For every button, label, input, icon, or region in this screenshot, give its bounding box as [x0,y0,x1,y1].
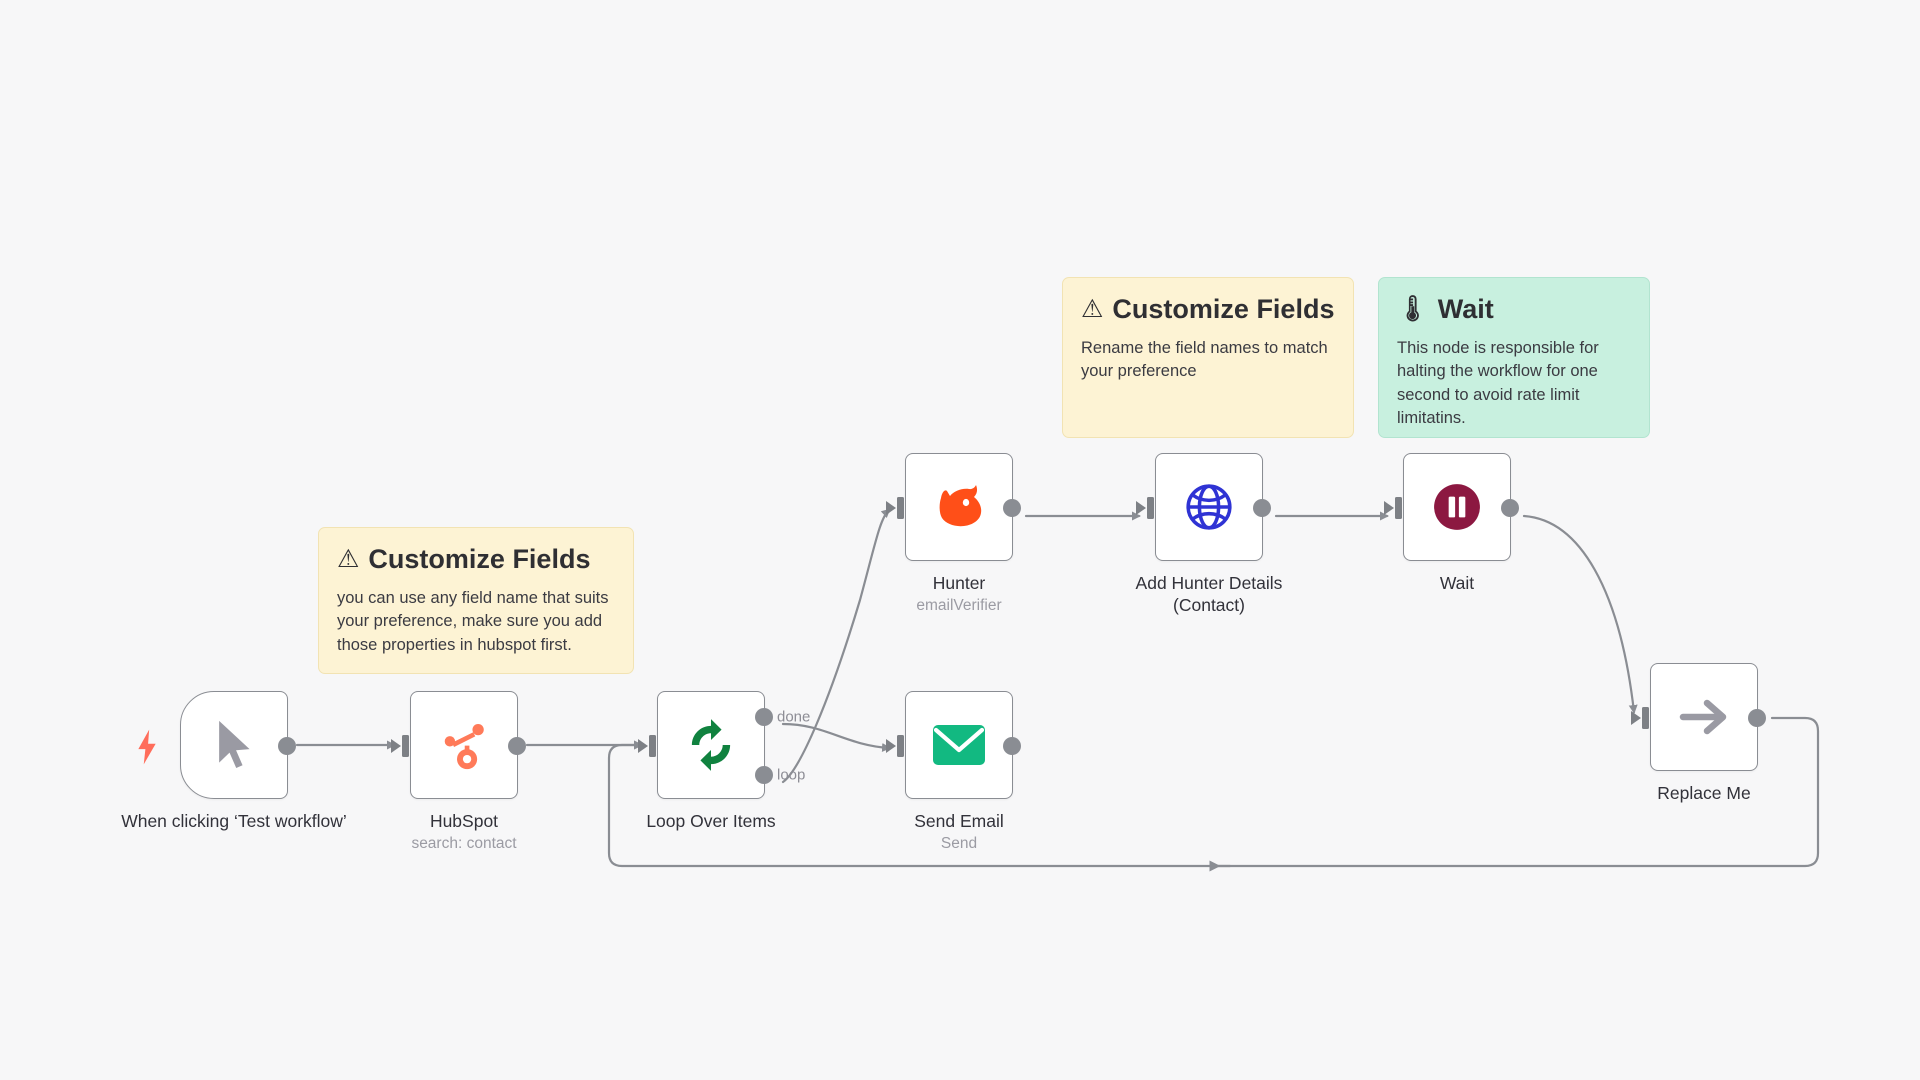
node-body[interactable]: done loop [638,691,810,799]
node-body[interactable] [1631,663,1766,771]
node-subtitle: Send [940,835,978,852]
node-body[interactable] [180,691,296,799]
node-body[interactable] [391,691,526,799]
node-hunter[interactable]: Hunter emailVerifier [886,453,1021,614]
node-subtitle: emailVerifier [916,597,1002,614]
pause-circle-icon [1432,482,1482,532]
node-label: Wait [1439,573,1475,593]
node-body[interactable] [1136,453,1271,561]
hunter-fox-icon [933,484,985,530]
edge-wait-replaceme [1522,514,1638,714]
sticky-note-title-row: 🌡 Wait [1397,294,1631,325]
hubspot-icon [439,718,489,772]
node-body[interactable] [886,691,1021,799]
warning-icon: ⚠ [337,545,360,574]
sticky-note-title: Customize Fields [368,544,591,574]
node-label: HubSpot [429,811,499,831]
arrow-right-icon [1677,695,1731,739]
output-port-done-label: done [777,708,811,726]
mouse-cursor-icon [211,719,257,771]
sticky-note-title: Customize Fields [1112,294,1335,324]
node-label: Loop Over Items [646,811,776,831]
node-replace-me[interactable]: Replace Me [1631,663,1766,803]
input-port[interactable] [1384,497,1402,519]
input-port[interactable] [638,735,656,757]
input-port[interactable] [886,735,904,757]
output-port[interactable] [1003,737,1021,755]
output-port[interactable] [508,737,526,755]
output-port[interactable] [278,737,296,755]
output-port[interactable] [1748,709,1766,727]
input-port[interactable] [1631,707,1649,729]
sticky-note-title: Wait [1437,294,1494,324]
lightning-bolt-icon [132,727,162,767]
loop-refresh-icon [684,718,738,772]
output-port[interactable] [1253,499,1271,517]
sticky-note-body: This node is responsible for halting the… [1397,339,1599,428]
sticky-note-body: Rename the field names to match your pre… [1081,339,1328,381]
node-loop-over-items[interactable]: done loop Loop Over Items [638,691,810,831]
output-port-done[interactable]: done [755,708,810,726]
sticky-note-title-row: ⚠ Customize Fields [1081,294,1335,325]
sticky-note-title-row: ⚠ Customize Fields [337,544,615,575]
node-wait[interactable]: Wait [1384,453,1519,593]
input-port[interactable] [391,735,409,757]
input-port[interactable] [886,497,904,519]
node-label: Send Email [914,811,1004,831]
node-label: Add Hunter Details (Contact) [1135,573,1283,615]
edge-loop-done-sendemail [781,722,891,753]
node-body[interactable] [1384,453,1519,561]
node-hubspot[interactable]: HubSpot search: contact [391,691,526,852]
node-when-clicking-test-workflow[interactable]: When clicking ‘Test workflow’ [121,691,347,831]
warning-icon: ⚠ [1081,295,1104,324]
sticky-note-body: you can use any field name that suits yo… [337,589,609,654]
globe-icon [1184,482,1234,532]
edge-loop-loop-hunter [781,508,891,784]
ruler-icon: 🌡 [1397,295,1429,324]
output-port[interactable] [1003,499,1021,517]
envelope-icon [932,723,986,767]
output-port-loop-label: loop [777,766,806,784]
node-label: Hunter [932,573,986,593]
output-port[interactable] [1501,499,1519,517]
node-subtitle: search: contact [411,835,517,852]
output-port-loop[interactable]: loop [755,766,805,784]
node-body[interactable] [886,453,1021,561]
node-send-email[interactable]: Send Email Send [886,691,1021,852]
node-label: When clicking ‘Test workflow’ [121,811,347,831]
sticky-note-wait[interactable]: 🌡 Wait This node is responsible for halt… [1378,277,1650,438]
input-port[interactable] [1136,497,1154,519]
node-add-hunter-details-contact[interactable]: Add Hunter Details (Contact) [1136,453,1282,615]
node-label: Replace Me [1657,783,1751,803]
sticky-note-customize-fields-hubspot[interactable]: ⚠ Customize Fields you can use any field… [318,527,634,675]
sticky-note-customize-fields-hunter[interactable]: ⚠ Customize Fields Rename the field name… [1062,277,1354,438]
